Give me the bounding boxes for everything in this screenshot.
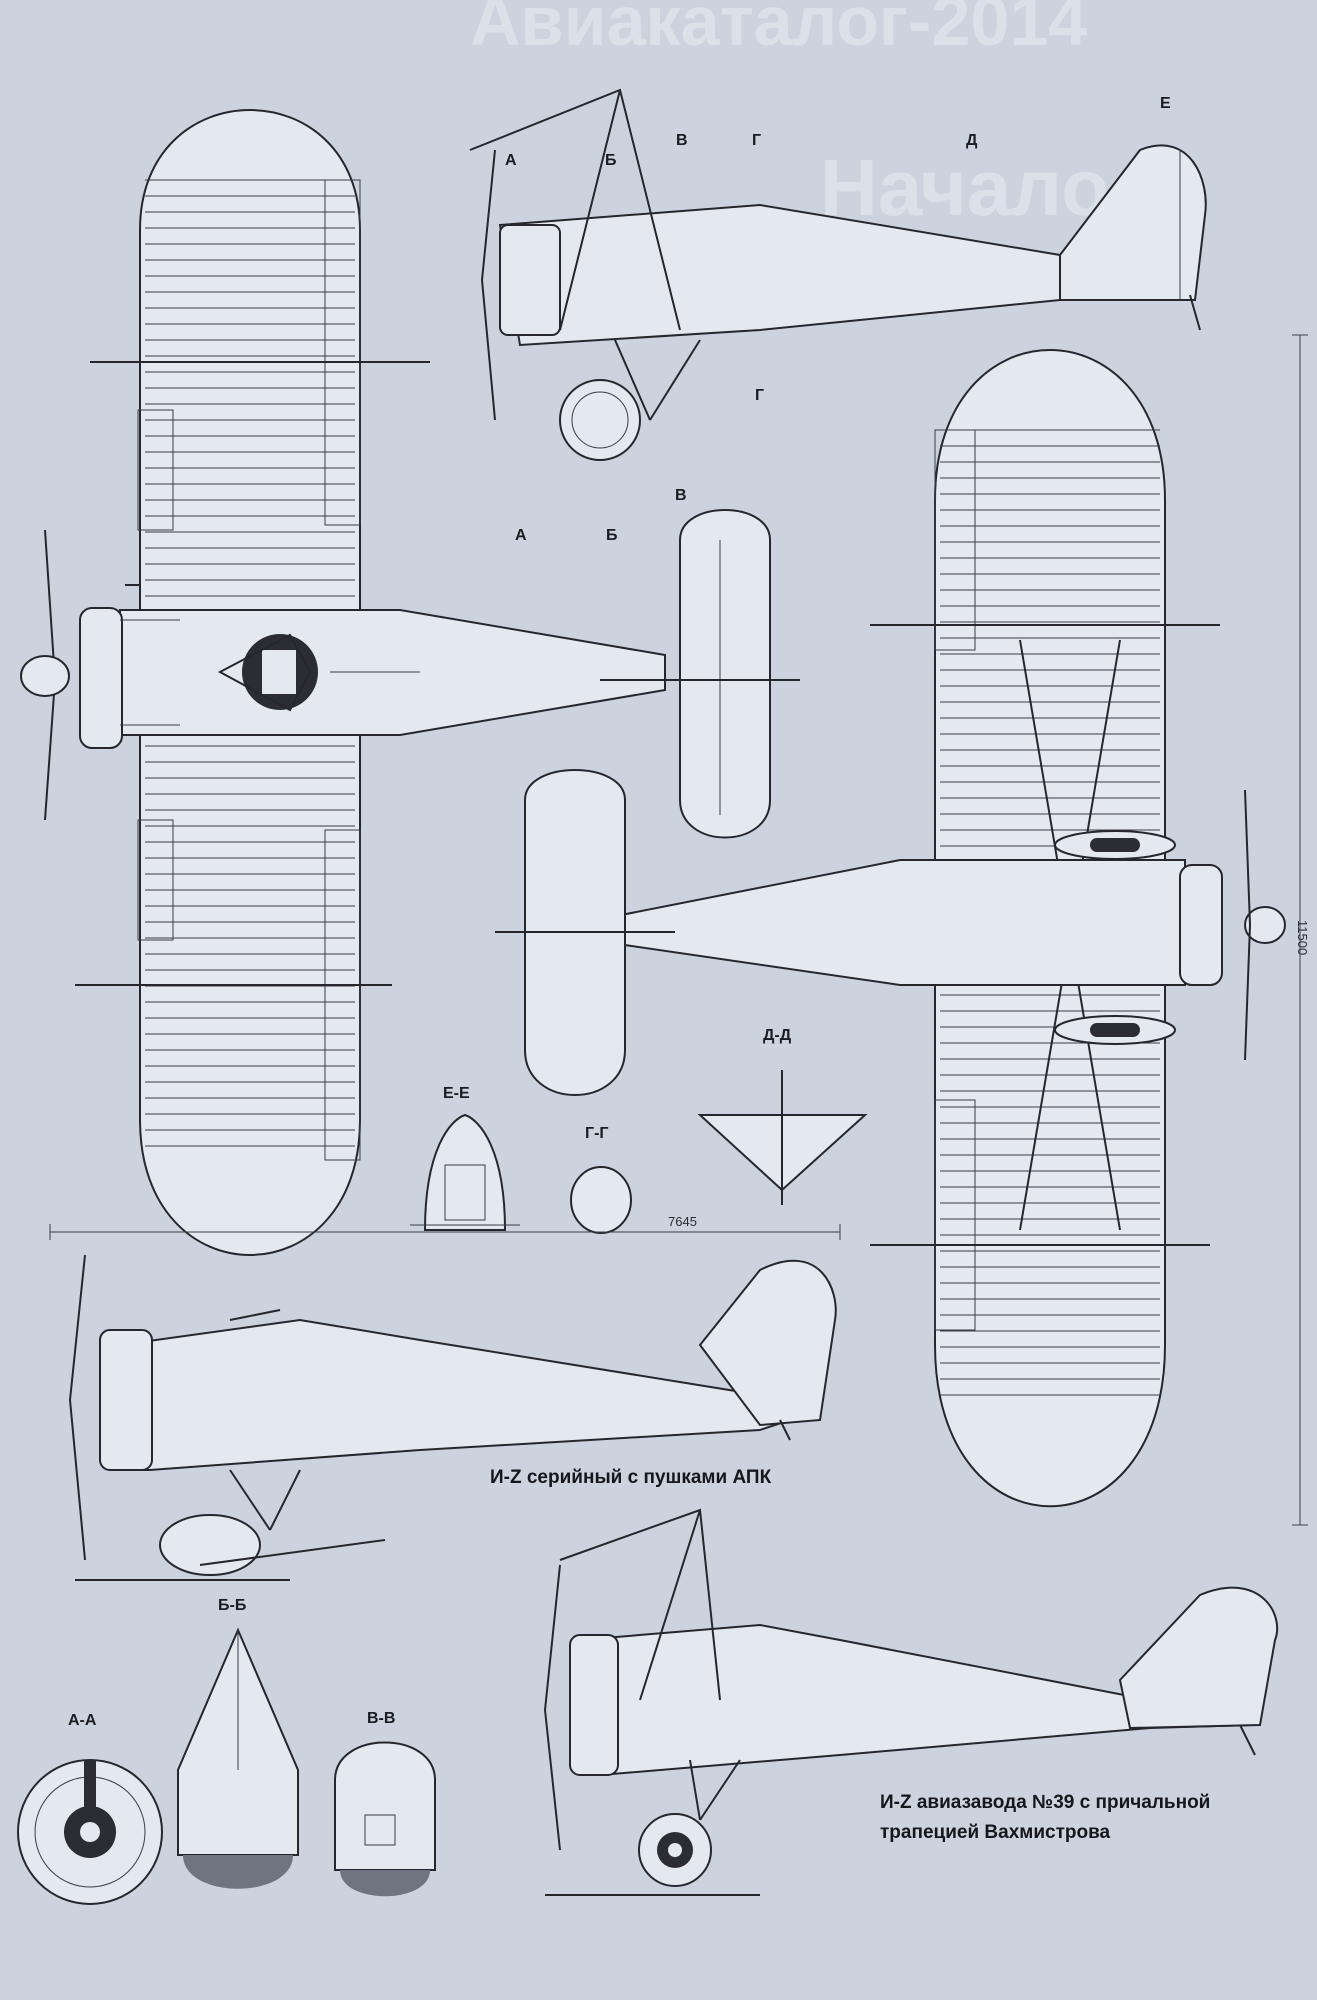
side-view-top (469, 88, 1207, 461)
bottom-view (495, 349, 1286, 1508)
mark-b-top: Б (605, 152, 617, 169)
mark-v-lower: В (675, 487, 687, 504)
label-gg: Г-Г (585, 1125, 608, 1142)
span-value: 11500 (1295, 920, 1310, 955)
top-view-serial (20, 109, 800, 1256)
mark-a-top: А (505, 152, 517, 169)
label-ee: Е-Е (443, 1085, 470, 1102)
length-dimension: 7645 (49, 1214, 841, 1240)
mark-g-top: Г (752, 132, 761, 149)
label-dd: Д-Д (763, 1027, 792, 1044)
section-markers-top: А Б В Г Д Е Г В А Б (505, 95, 1171, 544)
span-dimension: 11500 (1292, 334, 1310, 1526)
section-aa: А-А (17, 1712, 163, 1905)
section-vv: В-В (334, 1710, 436, 1897)
mark-g-lower: Г (755, 387, 764, 404)
label-vv: В-В (367, 1710, 395, 1727)
mark-a-lower: А (515, 527, 527, 544)
length-value: 7645 (668, 1214, 697, 1229)
caption-factory-line2: трапецией Вахмистрова (880, 1822, 1111, 1843)
caption-factory-line1: И-Z авиазавода №39 с причальной (880, 1792, 1210, 1813)
mark-e-top: Е (1160, 95, 1171, 112)
section-gg: Г-Г (570, 1125, 632, 1234)
caption-serial: И-Z серийный с пушками АПК (490, 1467, 772, 1488)
section-dd: Д-Д (697, 1027, 868, 1205)
mark-b-lower: Б (606, 527, 618, 544)
side-view-serial (68, 1254, 837, 1581)
mark-v-top: В (676, 132, 688, 149)
faded-title: Авиакаталог-2014 (470, 0, 1087, 60)
side-view-factory (543, 1508, 1279, 1896)
section-ee: Е-Е (410, 1085, 520, 1231)
section-bb: Б-Б (177, 1597, 299, 1889)
mark-d-top: Д (966, 132, 978, 149)
faded-subtitle: Начало (820, 143, 1110, 232)
label-aa: А-А (68, 1712, 97, 1729)
label-bb: Б-Б (218, 1597, 246, 1614)
